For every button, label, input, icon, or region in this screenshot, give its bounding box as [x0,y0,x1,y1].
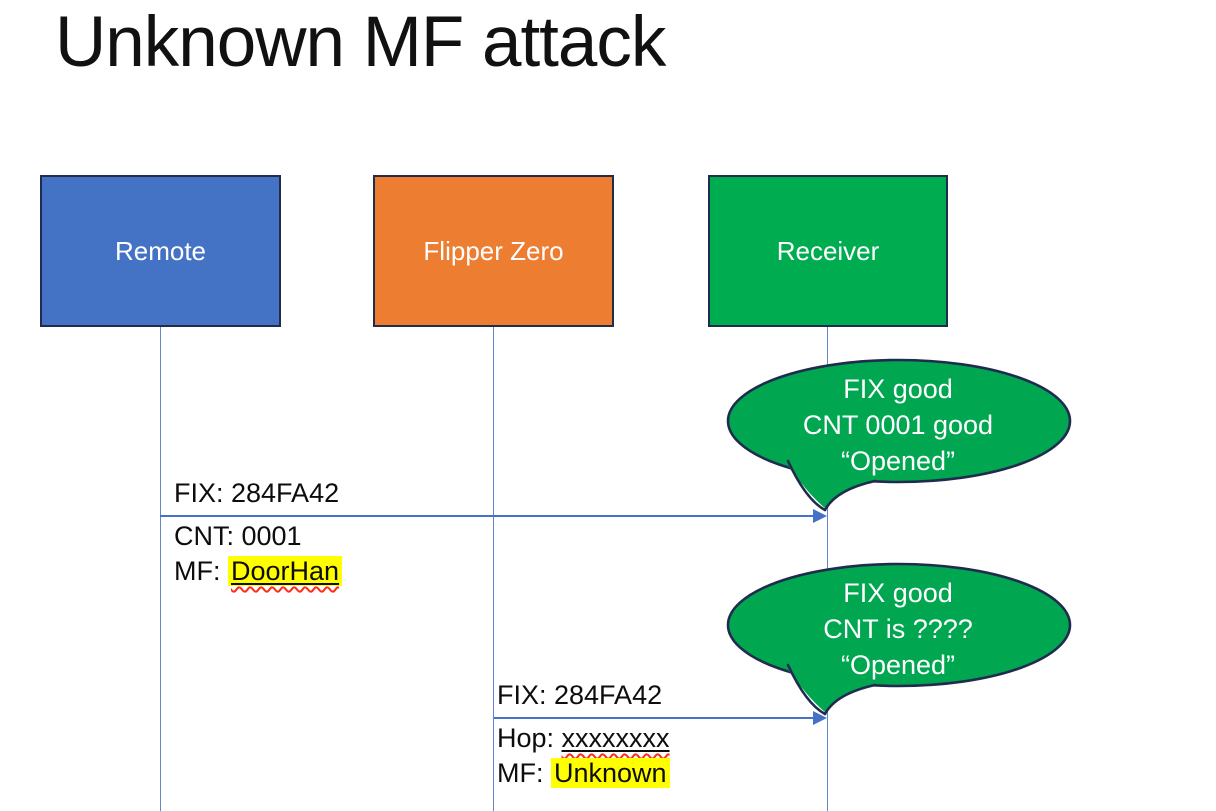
speech-bubble-1: FIX good CNT 0001 good “Opened” [722,357,1074,517]
speech-bubble-2-line-2: CNT is ???? [823,614,973,644]
actor-label-receiver: Receiver [776,235,880,266]
mf-doorhan-highlight: DoorHan [228,556,343,586]
speech-bubble-1-line-3: “Opened” [840,446,956,476]
message-2-label-mf: MF: Unknown [497,758,670,788]
lifeline-flipper-zero [493,327,495,811]
speech-bubble-2-line-3: “Opened” [840,650,956,680]
speech-bubble-1-text: FIX good CNT 0001 good “Opened” [722,371,1074,479]
mf-prefix: MF: [174,556,228,586]
speech-bubble-2: FIX good CNT is ???? “Opened” [722,561,1074,721]
lifeline-remote [160,327,162,811]
actor-box-receiver: Receiver [708,175,948,327]
speech-bubble-2-text: FIX good CNT is ???? “Opened” [722,575,1074,683]
actor-box-flipper-zero: Flipper Zero [373,175,614,327]
speech-bubble-2-shape [726,562,1072,716]
hop-squiggle: xxxxxxxx [562,723,670,753]
message-1-arrow-line [160,515,813,517]
mf-prefix-2: MF: [497,758,551,788]
slide-title: Unknown MF attack [55,3,666,82]
actor-box-remote: Remote [40,175,281,327]
hop-prefix: Hop: [497,723,562,753]
hop-value: xxxxxxxx [561,723,670,753]
actor-label-flipper-zero: Flipper Zero [423,235,564,266]
message-1-label-fix: FIX: 284FA42 [174,478,340,508]
mf-unknown-highlight: Unknown [551,758,670,788]
mf-doorhan-value: DoorHan [231,556,340,586]
speech-bubble-1-line-2: CNT 0001 good [802,410,994,440]
message-2-arrow-line [494,717,813,719]
message-2-label-fix: FIX: 284FA42 [497,680,663,710]
message-1-label-cnt: CNT: 0001 [174,521,302,551]
message-2-label-hop: Hop: xxxxxxxx [497,723,670,753]
speech-bubble-1-line-1: FIX good [843,374,953,404]
speech-bubble-2-line-1: FIX good [843,578,953,608]
actor-label-remote: Remote [114,235,207,266]
message-1-right-arrowhead-icon [813,509,827,523]
speech-bubble-1-shape [726,358,1072,512]
message-1-label-mf: MF: DoorHan [174,556,343,586]
